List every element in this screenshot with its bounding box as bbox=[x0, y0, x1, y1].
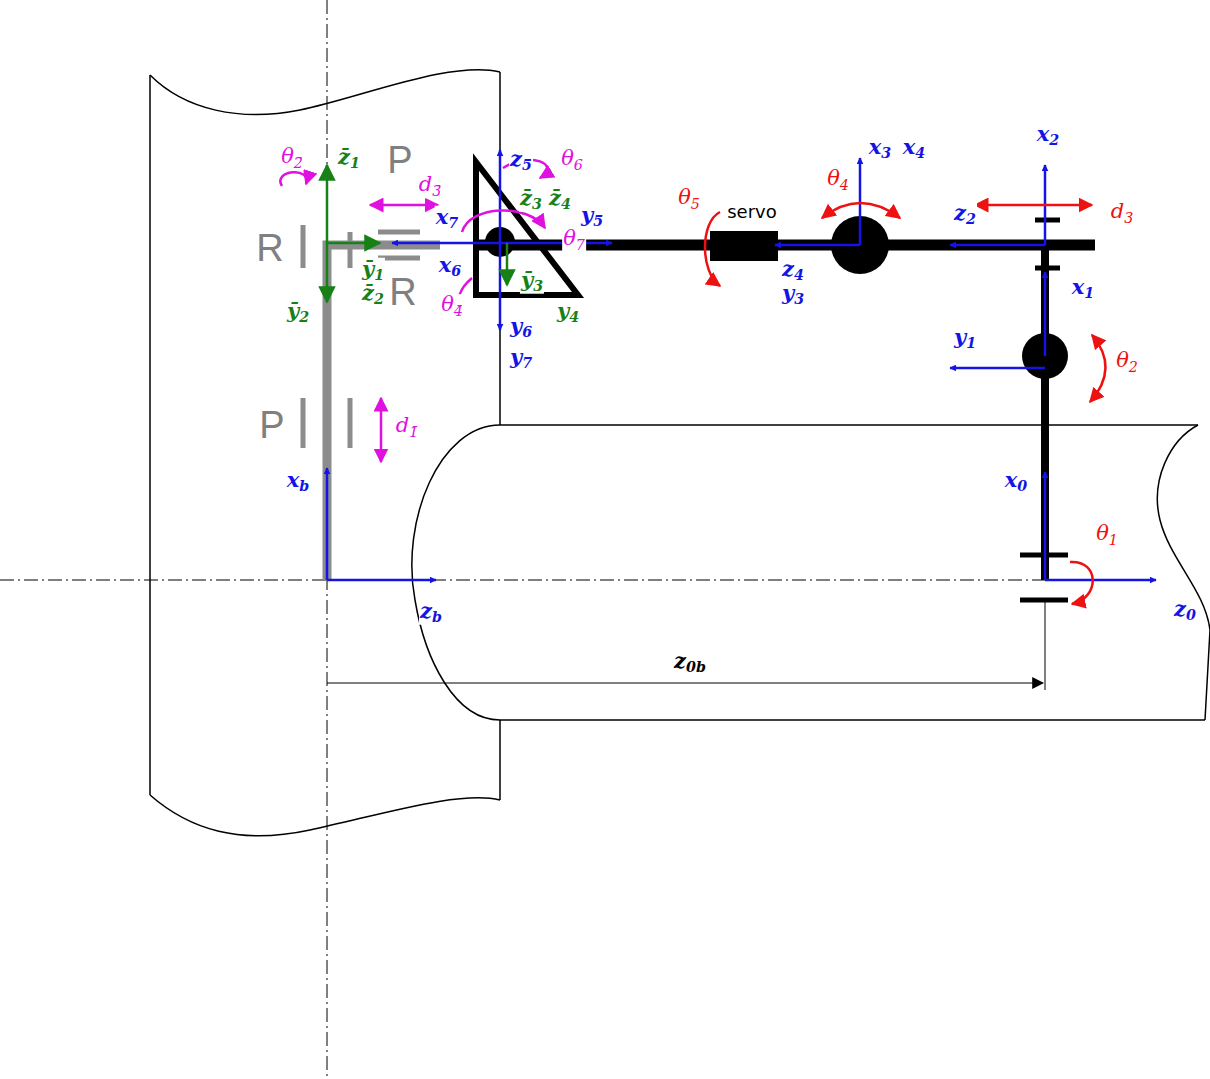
frame-axis-label: z4 bbox=[781, 258, 805, 283]
joint-variable: θ5 bbox=[677, 187, 701, 211]
body-outline bbox=[150, 70, 1210, 836]
virtual-axis-label: z̄1 bbox=[337, 146, 361, 171]
virtual-chain bbox=[303, 225, 440, 580]
joint-variable: θ2 bbox=[1115, 350, 1139, 374]
joint-variable: d3 bbox=[1110, 201, 1135, 225]
virtual-joint-variable: θ2̄ bbox=[280, 146, 304, 170]
dimension-label: z0b bbox=[673, 650, 707, 675]
virtual-joint-variable: θ6 bbox=[560, 148, 584, 172]
joint-variable: θ1 bbox=[1095, 523, 1119, 547]
dimension-line bbox=[327, 600, 1045, 690]
frame-axis-label: z2 bbox=[953, 202, 977, 227]
virtual-axis-label: z̄4 bbox=[548, 187, 572, 212]
virtual-joint-variable: d1̄ bbox=[395, 415, 420, 439]
frame-axis-label: x1 bbox=[1071, 276, 1095, 301]
virtual-joint-variable: d3̄ bbox=[418, 174, 443, 198]
frame-axis-label: x4 bbox=[902, 136, 926, 161]
virtual-axis-label: y4 bbox=[556, 300, 580, 325]
center-axis bbox=[0, 0, 1075, 1079]
robot-arm bbox=[476, 162, 1095, 600]
virtual-frame-axes bbox=[327, 165, 507, 302]
frame-axis-label: xb bbox=[286, 469, 311, 494]
frame-axis-label: z0 bbox=[1173, 598, 1197, 623]
frame-axis-label: x0 bbox=[1004, 469, 1028, 494]
frame-axis-label: zb bbox=[419, 600, 443, 625]
virtual-axis-label: ȳ1 bbox=[361, 258, 385, 283]
frame-axis-label: x7 bbox=[435, 206, 459, 231]
joint-type-label: R bbox=[388, 273, 417, 311]
virtual-axis-label: ȳ3 bbox=[520, 269, 544, 294]
frame-axis-label: x2 bbox=[1036, 123, 1060, 148]
joint-motion bbox=[705, 203, 1106, 604]
frame-axis-label: x3 bbox=[868, 136, 892, 161]
joint-type-label: P bbox=[386, 141, 413, 179]
frame-axis-label: z5 bbox=[509, 148, 533, 173]
virtual-axis-label: z̄2 bbox=[361, 282, 385, 307]
frame-axis-label: y5 bbox=[580, 204, 604, 229]
joint-variable: θ4 bbox=[826, 168, 850, 192]
joint-type-label: P bbox=[258, 406, 285, 444]
virtual-joint-variable: θ7 bbox=[562, 228, 586, 252]
virtual-joint-variable: θ4̄ bbox=[440, 294, 464, 318]
frame-axes bbox=[327, 150, 1156, 580]
joint-type-label: R bbox=[255, 229, 284, 267]
virtual-axis-label: ȳ2 bbox=[286, 300, 310, 325]
part-name: servo bbox=[726, 203, 778, 221]
frame-axis-label: y7 bbox=[509, 346, 533, 371]
virtual-joint-motion bbox=[280, 160, 547, 462]
virtual-axis-label: z̄3 bbox=[519, 187, 543, 212]
frame-axis-label: y6 bbox=[509, 315, 533, 340]
frame-axis-label: y3 bbox=[781, 282, 805, 307]
frame-axis-label: y1 bbox=[953, 326, 977, 351]
frame-axis-label: x6 bbox=[438, 254, 462, 279]
